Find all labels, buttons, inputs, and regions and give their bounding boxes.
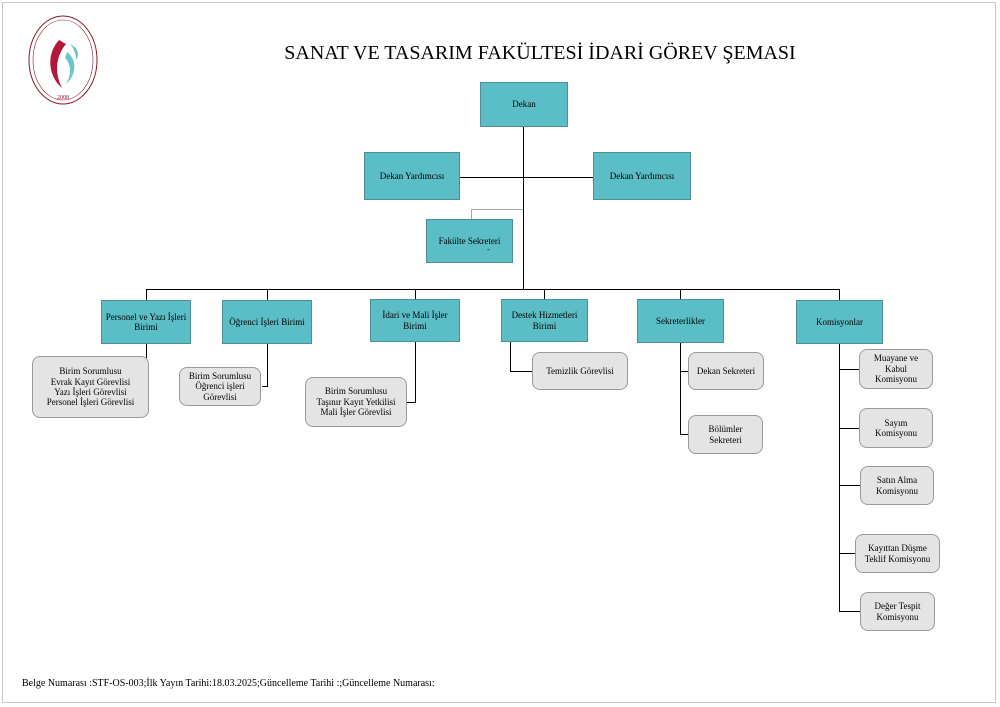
sub-satin-alma-komisyonu: Satın Alma Komisyonu (860, 466, 934, 505)
node-destek-hizmetleri: Destek Hizmetleri Birimi (501, 299, 588, 342)
connector (680, 343, 681, 434)
sub-kayittan-dusme-komisyonu: Kayıttan Düşme Teklif Komisyonu (855, 534, 940, 573)
fakulte-sekreteri-mark: - (487, 245, 490, 254)
node-sekreterlikler: Sekreterlikler (637, 299, 724, 343)
connector (523, 126, 524, 290)
sub-personel-staff: Birim Sorumlusu Evrak Kayıt Görevlisi Ya… (32, 356, 149, 418)
node-dekan-yardimcisi-1: Dekan Yardımcısı (364, 152, 460, 200)
connector (448, 177, 594, 178)
connector (510, 342, 511, 371)
sub-deger-tespit-komisyonu: Değer Tespit Komisyonu (860, 592, 935, 631)
sub-ogrenci-staff: Birim Sorumlusu Öğrenci işleri Görevlisi (179, 367, 261, 406)
connector (415, 342, 416, 402)
connector (680, 289, 681, 299)
sub-bolumler-sekreteri: Bölümler Sekreteri (688, 415, 763, 454)
connector (471, 209, 472, 219)
sub-muayene-kabul-komisyonu: Muayane ve Kabul Komisyonu (859, 349, 933, 389)
university-logo: 2008 (28, 15, 98, 105)
connector (415, 289, 416, 299)
connector (544, 289, 545, 299)
node-fakulte-sekreteri: Fakülte Sekreteri (426, 219, 513, 263)
connector (267, 344, 268, 386)
node-ogrenci-isleri: Öğrenci İşleri Birimi (222, 300, 312, 344)
document-footer: Belge Numarası :STF-OS-003;İlk Yayın Tar… (22, 678, 435, 689)
sub-dekan-sekreteri: Dekan Sekreteri (688, 352, 764, 390)
connector (839, 428, 859, 429)
sub-idari-staff: Birim Sorumlusu Taşınır Kayıt Yetkilisi … (305, 377, 407, 427)
node-dekan-yardimcisi-2: Dekan Yardımcısı (593, 152, 691, 200)
connector (839, 344, 840, 612)
connector (146, 289, 147, 300)
connector (146, 344, 147, 358)
node-dekan: Dekan (480, 82, 568, 127)
node-komisyonlar: Komisyonlar (796, 300, 883, 344)
connector (680, 434, 688, 435)
node-idari-mali-isler: İdari ve Mali İşler Birimi (370, 299, 460, 342)
connector (471, 209, 523, 210)
sub-sayim-komisyonu: Sayım Komisyonu (859, 408, 933, 448)
sub-temizlik-gorevlisi: Temizlik Görevlisi (532, 352, 628, 390)
page-title: SANAT VE TASARIM FAKÜLTESİ İDARİ GÖREV Ş… (284, 42, 796, 64)
connector (839, 611, 860, 612)
connector (839, 553, 855, 554)
connector (262, 386, 268, 387)
connector (146, 289, 840, 290)
connector (839, 369, 859, 370)
svg-text:2008: 2008 (57, 95, 69, 101)
connector (839, 289, 840, 300)
connector (839, 485, 860, 486)
connector (680, 371, 688, 372)
connector (407, 402, 416, 403)
connector (510, 371, 532, 372)
node-personel-yazi-isleri: Personel ve Yazı İşleri Birimi (101, 300, 191, 344)
connector (267, 289, 268, 300)
